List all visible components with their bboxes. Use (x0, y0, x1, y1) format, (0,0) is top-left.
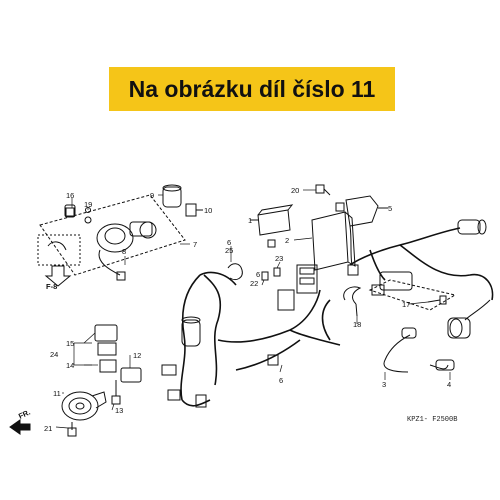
part-label-7: 7 (193, 240, 197, 249)
part-label-24: 24 (50, 350, 58, 359)
part-label-5: 5 (388, 204, 392, 213)
sensor-cable-part (383, 295, 491, 373)
part-label-23: 23 (275, 254, 283, 263)
part-label-10: 10 (204, 206, 212, 215)
front-label: FR. (17, 408, 32, 421)
part-label-8: 8 (122, 247, 126, 256)
harness-clamps (227, 263, 295, 366)
relay-connector-assembly (368, 271, 457, 311)
part-label-2: 2 (285, 236, 289, 245)
part-label-17: 17 (402, 300, 410, 309)
part-label-19: 19 (84, 200, 92, 209)
part-label-12: 12 (133, 351, 141, 360)
part-label-15: 15 (66, 339, 74, 348)
part-label-6-bottom: 6 (279, 376, 283, 385)
small-bolts (65, 184, 331, 217)
harness-coil (161, 316, 207, 408)
part-label-20: 20 (291, 186, 299, 195)
part-label-22: 22 (250, 279, 258, 288)
right-plug-part (457, 219, 487, 235)
part-label-6-top: 6 (227, 238, 231, 247)
part-label-14: 14 (66, 361, 74, 370)
part-label-13: 13 (115, 406, 123, 415)
part-label-25: 25 (225, 246, 233, 255)
part-label-9: 9 (150, 191, 154, 200)
f8-reference-label: F-8 (46, 282, 57, 291)
part-label-6-mid: 6 (256, 270, 260, 279)
control-unit-part (296, 211, 356, 294)
wire-clip-part (343, 286, 362, 317)
part-label-21: 21 (44, 424, 52, 433)
front-arrow (9, 419, 31, 435)
part-label-11: 11 (53, 389, 61, 398)
part-label-4: 4 (447, 380, 451, 389)
diagram-code: KPZ1- F2500B (407, 416, 457, 424)
main-wiring-harness (180, 227, 494, 407)
part-label-16: 16 (66, 191, 74, 200)
lock-cylinder-part (162, 184, 203, 217)
connector-part (335, 195, 388, 276)
part-number-labels: 16 19 9 10 7 8 1 2 20 5 6 25 6 22 23 6 1… (44, 186, 451, 433)
part-banner: Na obrázku díl číslo 11 (109, 67, 395, 111)
part-label-18: 18 (353, 320, 361, 329)
part-label-3: 3 (382, 380, 386, 389)
relay-box-part (250, 204, 294, 248)
leader-lines (55, 189, 451, 429)
f8-reference-box (37, 234, 81, 287)
ignition-switch-assembly (39, 194, 186, 281)
horn-part[interactable] (61, 391, 107, 437)
part-label-1: 1 (248, 216, 252, 225)
banner-text: Na obrázku díl číslo 11 (128, 75, 376, 102)
relay-group-part (94, 324, 142, 405)
